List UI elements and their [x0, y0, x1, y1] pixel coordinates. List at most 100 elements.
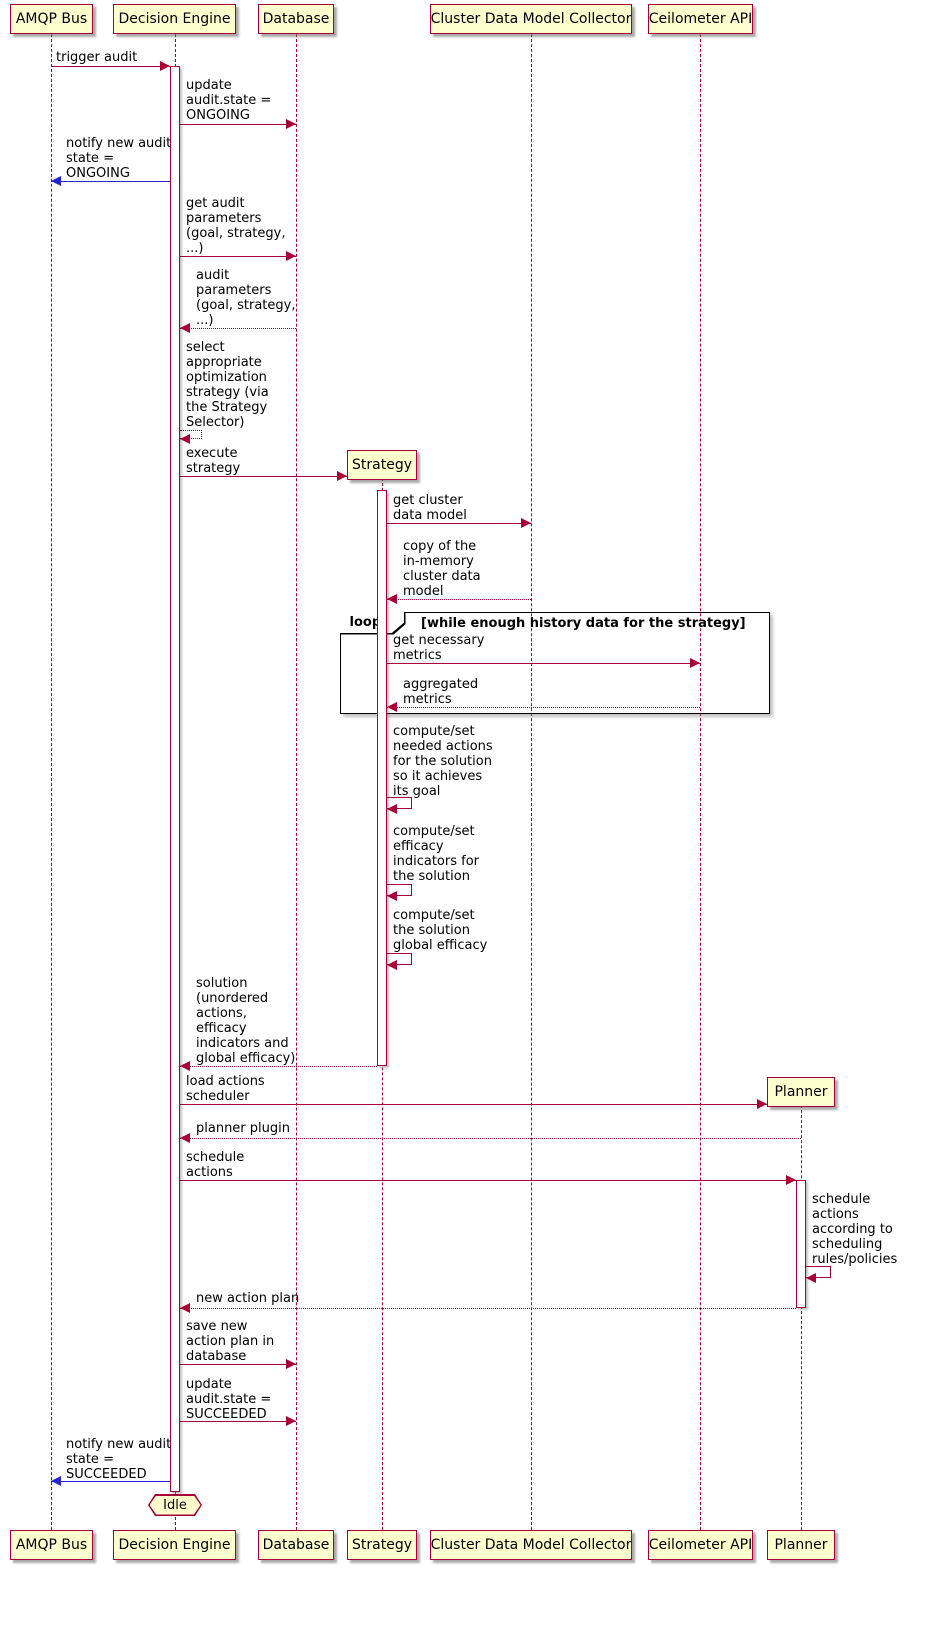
msg-aggregated-metrics-line — [387, 707, 700, 708]
arrowhead-right-icon — [286, 119, 296, 129]
msg-schedule-actions-line — [180, 1180, 796, 1181]
msg-compute-efficacy-selfloop — [387, 884, 412, 896]
msg-update-state-ongoing-label: update audit.state = ONGOING — [186, 78, 272, 123]
activation-strategy — [377, 490, 387, 1066]
participant-label: Ceilometer API — [648, 11, 753, 27]
msg-notify-ongoing-label: notify new audit state = ONGOING — [66, 136, 172, 181]
participant-amqp-bus-top: AMQP Bus — [10, 4, 93, 34]
arrowhead-right-icon — [521, 518, 531, 528]
participant-label: AMQP Bus — [15, 1537, 88, 1553]
msg-update-state-succeeded-line — [180, 1421, 296, 1422]
participant-label: Planner — [774, 1537, 828, 1553]
msg-planner-plugin-label: planner plugin — [196, 1121, 290, 1136]
msg-trigger-audit-label: trigger audit — [56, 50, 138, 65]
arrowhead-left-icon — [180, 434, 190, 444]
participant-label: Cluster Data Model Collector — [430, 11, 632, 27]
msg-get-cluster-model-label: get cluster data model — [393, 493, 467, 523]
loop-title-shape: loop — [339, 611, 406, 635]
msg-select-strategy-label: select appropriate optimization strategy… — [186, 340, 269, 430]
msg-select-strategy-selfloop — [180, 430, 202, 439]
msg-get-audit-params-line — [180, 256, 296, 257]
msg-cluster-model-copy-line — [387, 599, 531, 600]
participant-planner-bottom: Planner — [767, 1530, 835, 1560]
participant-label: Database — [262, 11, 330, 27]
arrowhead-right-icon — [337, 471, 347, 481]
arrowhead-left-icon — [387, 702, 397, 712]
arrowhead-right-icon — [286, 1416, 296, 1426]
participant-decision-engine-bottom: Decision Engine — [113, 1530, 236, 1560]
participant-strategy-created: Strategy — [347, 450, 417, 480]
arrowhead-right-icon — [786, 1175, 796, 1185]
lifeline-cluster-data-model-collector — [531, 34, 532, 1530]
participant-database-bottom: Database — [258, 1530, 334, 1560]
msg-save-action-plan-line — [180, 1364, 296, 1365]
participant-amqp-bus-bottom: AMQP Bus — [10, 1530, 93, 1560]
participant-cluster-data-model-collector-top: Cluster Data Model Collector — [430, 4, 632, 34]
loop-frame: loop [while enough history data for the … — [339, 611, 770, 714]
msg-solution-return-line — [180, 1066, 377, 1067]
msg-notify-succeeded-line — [51, 1481, 170, 1482]
participant-label: Decision Engine — [118, 1537, 231, 1553]
arrowhead-left-icon — [180, 323, 190, 333]
participant-label: Decision Engine — [118, 11, 231, 27]
arrowhead-left-icon — [806, 1273, 816, 1283]
participant-ceilometer-api-top: Ceilometer API — [648, 4, 753, 34]
msg-get-audit-params-label: get audit parameters (goal, strategy, ..… — [186, 196, 286, 256]
arrowhead-left-icon — [51, 1476, 61, 1486]
participant-label: Strategy — [352, 457, 412, 473]
lifeline-database — [296, 34, 297, 1530]
participant-strategy-bottom: Strategy — [347, 1530, 417, 1560]
msg-save-action-plan-label: save new action plan in database — [186, 1319, 275, 1364]
participant-ceilometer-api-bottom: Ceilometer API — [648, 1530, 753, 1560]
arrowhead-left-icon — [51, 176, 61, 186]
arrowhead-left-icon — [180, 1133, 190, 1143]
participant-label: Ceilometer API — [648, 1537, 753, 1553]
msg-schedule-actions-label: schedule actions — [186, 1150, 245, 1180]
lifeline-amqp-bus — [51, 34, 52, 1530]
arrowhead-right-icon — [286, 1359, 296, 1369]
msg-notify-ongoing-line — [51, 181, 170, 182]
participant-decision-engine-top: Decision Engine — [113, 4, 236, 34]
msg-compute-global-efficacy-selfloop — [387, 953, 412, 965]
msg-compute-actions-selfloop — [387, 797, 412, 809]
participant-label: Planner — [774, 1084, 828, 1100]
arrowhead-right-icon — [160, 61, 170, 71]
msg-execute-strategy-label: execute strategy — [186, 446, 241, 476]
msg-get-metrics-label: get necessary metrics — [393, 633, 485, 663]
lifeline-planner — [801, 1105, 802, 1530]
arrowhead-right-icon — [757, 1099, 767, 1109]
participant-label: Cluster Data Model Collector — [430, 1537, 632, 1553]
msg-new-action-plan-line — [180, 1308, 796, 1309]
msg-compute-actions-label: compute/set needed actions for the solut… — [393, 724, 493, 799]
msg-compute-efficacy-label: compute/set efficacy indicators for the … — [393, 824, 480, 884]
msg-get-metrics-line — [387, 663, 700, 664]
msg-compute-global-efficacy-label: compute/set the solution global efficacy — [393, 908, 488, 953]
end-state-label: Idle — [163, 1497, 187, 1513]
participant-database-top: Database — [258, 4, 334, 34]
msg-planner-plugin-line — [180, 1138, 801, 1139]
arrowhead-right-icon — [690, 658, 700, 668]
msg-audit-params-return-label: audit parameters (goal, strategy, ...) — [196, 268, 296, 328]
activation-decision-engine — [170, 66, 180, 1492]
arrowhead-left-icon — [387, 594, 397, 604]
msg-schedule-rules-label: schedule actions according to scheduling… — [812, 1192, 898, 1267]
arrowhead-left-icon — [387, 891, 397, 901]
msg-notify-succeeded-label: notify new audit state = SUCCEEDED — [66, 1437, 172, 1482]
participant-cluster-data-model-collector-bottom: Cluster Data Model Collector — [430, 1530, 632, 1560]
activation-planner — [796, 1180, 806, 1308]
arrowhead-left-icon — [180, 1061, 190, 1071]
msg-trigger-audit-line — [51, 66, 170, 67]
msg-execute-strategy-line — [180, 476, 347, 477]
arrowhead-left-icon — [387, 804, 397, 814]
msg-load-scheduler-label: load actions scheduler — [186, 1074, 265, 1104]
msg-update-state-ongoing-line — [180, 124, 296, 125]
arrowhead-right-icon — [286, 251, 296, 261]
arrowhead-left-icon — [180, 1303, 190, 1313]
lifeline-ceilometer-api — [700, 34, 701, 1530]
loop-condition: [while enough history data for the strat… — [421, 616, 746, 631]
msg-audit-params-return-line — [180, 328, 296, 329]
arrowhead-left-icon — [387, 960, 397, 970]
msg-load-scheduler-line — [180, 1104, 767, 1105]
end-state-hexagon: Idle — [148, 1494, 202, 1516]
participant-label: Strategy — [352, 1537, 412, 1553]
